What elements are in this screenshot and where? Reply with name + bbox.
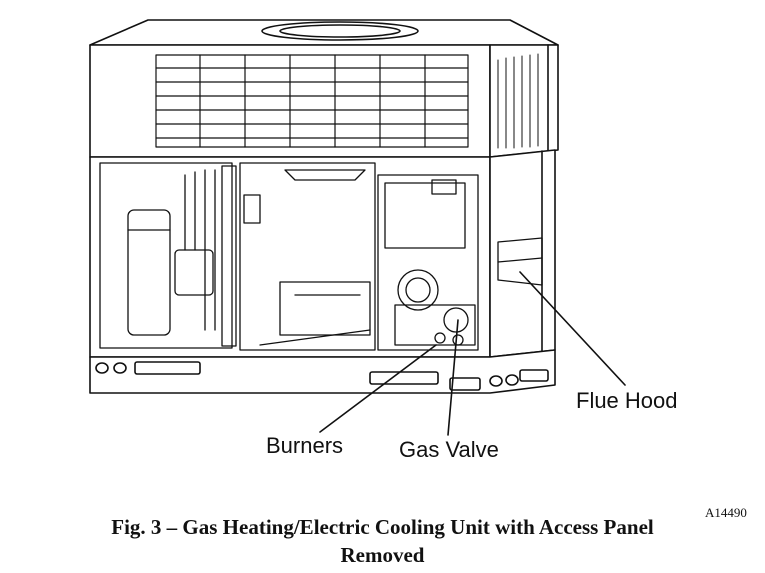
lower-cabinet: [89, 149, 556, 358]
burners-label: Burners: [266, 433, 344, 458]
burners-leader: [319, 344, 437, 433]
figure-caption-line1: Fig. 3 – Gas Heating/Electric Cooling Un…: [111, 515, 654, 539]
flue-hood-label: Flue Hood: [576, 388, 678, 413]
heat-exchanger-section: [239, 162, 376, 351]
gas-valve-label: Gas Valve: [399, 437, 499, 462]
drawing-code: A14490: [705, 505, 747, 520]
flue-hood-leader: [519, 271, 626, 386]
compressor-section: [99, 162, 237, 349]
top-grille: [155, 54, 469, 148]
flue-hood: [497, 237, 543, 286]
side-grille: [497, 53, 539, 149]
base-rail: [89, 349, 556, 394]
top-cabinet: [89, 19, 559, 158]
figure-caption-line2: Removed: [340, 543, 425, 567]
gas-valve-leader: [447, 319, 459, 436]
